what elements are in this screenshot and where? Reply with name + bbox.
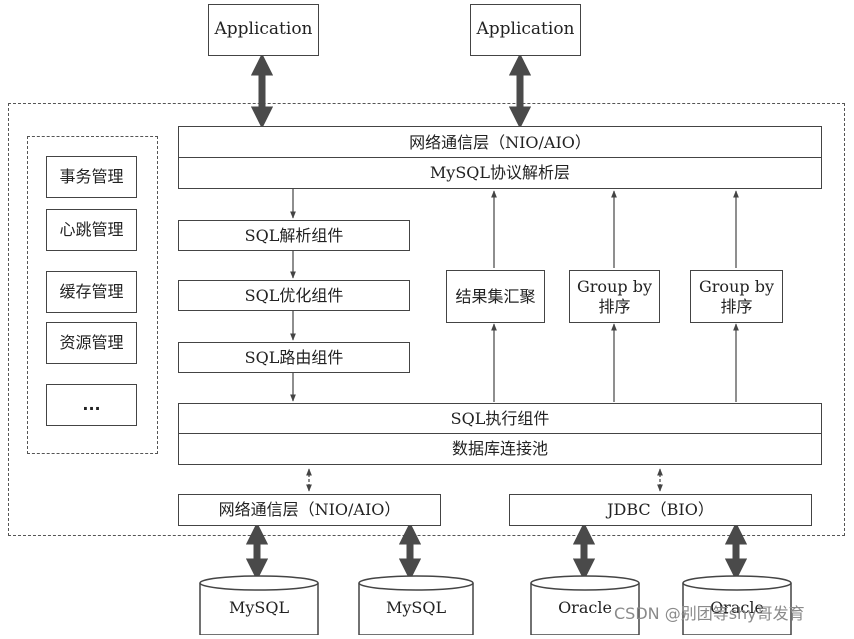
group-by-sort-box-1: Group by 排序 <box>569 270 660 323</box>
management-group <box>27 136 158 454</box>
sql-optimize-component: SQL优化组件 <box>178 280 410 311</box>
resource-management: 资源管理 <box>46 322 137 364</box>
jdbc-layer: JDBC（BIO） <box>509 494 812 526</box>
database-mysql-1: MySQL <box>198 574 320 636</box>
heartbeat-management: 心跳管理 <box>46 209 137 251</box>
application-left: Application <box>208 4 319 56</box>
middleware-boundary <box>8 103 845 536</box>
more-management: ... <box>46 384 137 426</box>
database-icon <box>682 575 792 636</box>
transaction-management: 事务管理 <box>46 156 137 198</box>
sql-route-component: SQL路由组件 <box>178 342 410 373</box>
db-connection-pool: 数据库连接池 <box>178 433 822 465</box>
backend-network-layer: 网络通信层（NIO/AIO） <box>178 494 441 526</box>
database-icon <box>530 575 640 636</box>
csdn-watermark: CSDN @别团等shy哥发育 <box>614 604 805 623</box>
network-layer: 网络通信层（NIO/AIO） <box>178 126 822 159</box>
database-mysql-2: MySQL <box>357 574 475 636</box>
sql-exec-component: SQL执行组件 <box>178 403 822 435</box>
cache-management: 缓存管理 <box>46 271 137 313</box>
database-label: Oracle <box>710 598 764 617</box>
database-label: MySQL <box>385 598 447 617</box>
application-right: Application <box>470 4 581 56</box>
database-oracle-2: Oracle <box>681 574 793 636</box>
database-icon <box>199 575 319 636</box>
group-by-sort-box-2: Group by 排序 <box>690 270 783 323</box>
sql-parse-component: SQL解析组件 <box>178 220 410 251</box>
database-label: MySQL <box>228 598 290 617</box>
protocol-layer: MySQL协议解析层 <box>178 157 822 189</box>
result-merge-box: 结果集汇聚 <box>446 270 545 323</box>
database-oracle-1: Oracle <box>529 574 641 636</box>
database-icon <box>358 575 474 636</box>
database-label: Oracle <box>558 598 612 617</box>
